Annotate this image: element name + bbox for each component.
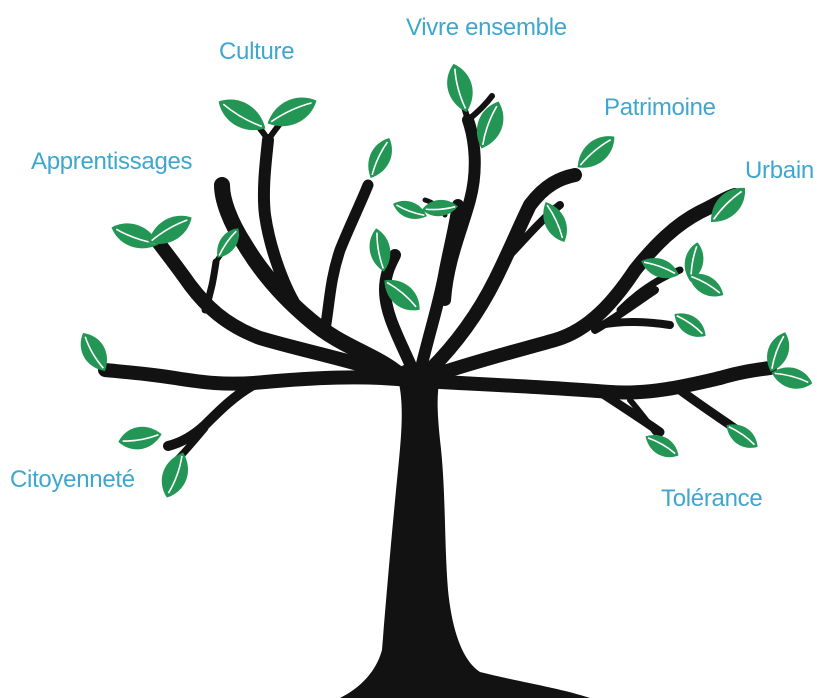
leaf xyxy=(688,273,724,297)
leaf xyxy=(711,188,745,222)
leaf xyxy=(384,279,420,311)
branch xyxy=(98,363,417,391)
leaf xyxy=(218,99,266,131)
leaf xyxy=(118,426,162,450)
leaf xyxy=(726,424,758,448)
branch xyxy=(465,93,495,123)
label-apprentissages: Apprentissages xyxy=(31,148,193,175)
label-patrimoine: Patrimoine xyxy=(604,94,716,121)
leaf xyxy=(767,332,790,372)
branch xyxy=(257,134,306,318)
leaf xyxy=(369,228,391,272)
branch xyxy=(151,235,402,382)
leaf xyxy=(393,200,427,219)
leaf xyxy=(368,138,392,178)
trunk-shape xyxy=(340,362,590,698)
leaves xyxy=(80,63,813,498)
leaf xyxy=(267,97,317,127)
label-urbain: Urbain xyxy=(745,157,814,184)
leaf xyxy=(577,136,615,168)
leaf xyxy=(447,63,473,113)
leaf xyxy=(645,435,679,458)
label-vivre-ensemble: Vivre ensemble xyxy=(406,14,567,41)
branch xyxy=(627,397,658,435)
branch xyxy=(201,258,220,314)
leaf xyxy=(476,101,504,149)
label-culture: Culture xyxy=(219,38,295,65)
branch xyxy=(319,179,374,336)
leaf xyxy=(641,258,679,279)
leaf xyxy=(543,202,567,242)
label-tolerance: Tolérance xyxy=(661,485,763,512)
branch xyxy=(428,188,742,382)
leaf xyxy=(422,199,458,217)
leaf xyxy=(80,332,107,372)
branch xyxy=(379,249,421,381)
label-citoyennete: Citoyenneté xyxy=(10,466,135,493)
leaf xyxy=(771,367,813,389)
branch xyxy=(433,361,777,400)
leaf xyxy=(674,313,706,337)
branch xyxy=(439,114,481,306)
branch xyxy=(163,379,260,451)
leaf xyxy=(161,452,188,498)
branch xyxy=(214,177,413,388)
tree-trunk xyxy=(340,362,590,698)
branch xyxy=(596,317,674,329)
leaf xyxy=(148,215,192,244)
leaf xyxy=(217,228,240,258)
